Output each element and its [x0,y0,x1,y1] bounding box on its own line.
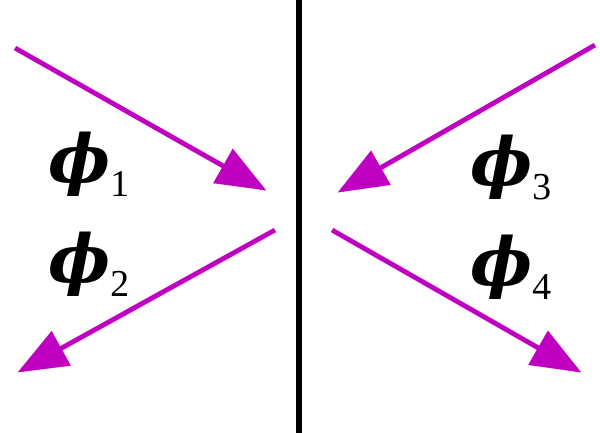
phi2-symbol: ϕ [48,220,110,298]
phi1-symbol: ϕ [48,120,110,198]
label-phi1: ϕ1 [48,120,129,205]
phi3-subscript: 3 [532,166,551,208]
phi4-symbol: ϕ [470,223,532,301]
label-phi2: ϕ2 [48,220,129,305]
arrow-phi4-outgoing [330,227,582,373]
phi3-symbol: ϕ [470,123,532,201]
arrow-phi2-outgoing [17,227,277,373]
phi4-subscript: 4 [532,266,551,308]
label-phi3: ϕ3 [470,123,551,208]
phi1-subscript: 1 [110,163,129,205]
phi2-subscript: 2 [110,263,129,305]
label-phi4: ϕ4 [470,223,551,308]
arrow-phi3-incoming [337,42,597,193]
arrow-phi1-incoming [13,45,267,191]
